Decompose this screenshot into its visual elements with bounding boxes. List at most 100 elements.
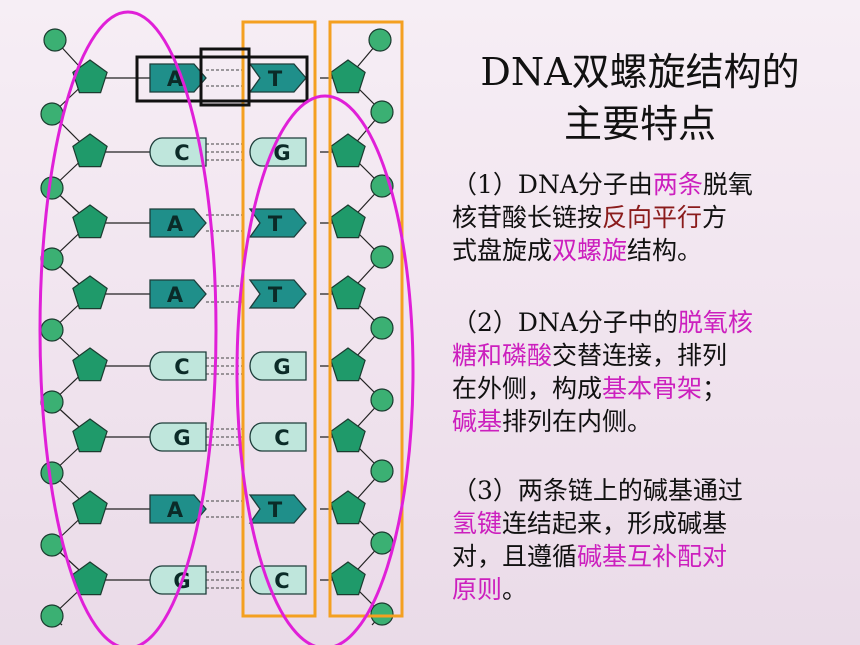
base-C <box>149 351 207 381</box>
base-letter: A <box>167 283 184 307</box>
body-text: 。 <box>502 575 528 604</box>
backbone-ellipse-left <box>38 10 218 645</box>
base-letter: T <box>268 498 283 522</box>
phosphate-circle <box>370 388 394 412</box>
point-3: （3）两条链上的碱基通过氢键连结起来，形成碱基对，且遵循碱基互补配对原则。 <box>452 474 812 606</box>
sugar-pentagon <box>72 418 108 453</box>
highlight-text: 碱基 <box>452 407 503 436</box>
base-letter: T <box>268 67 283 91</box>
base-letter: C <box>274 426 289 450</box>
base-T <box>248 494 307 524</box>
highlight-text: 原则 <box>452 575 503 604</box>
phosphate-circle <box>40 247 64 271</box>
phosphate-circle <box>43 28 67 52</box>
base-A <box>149 279 207 309</box>
base-letter: G <box>173 426 190 450</box>
base-G <box>149 565 207 595</box>
phosphate-circle <box>370 531 394 555</box>
body-text: 交替连接，排列 <box>552 341 728 370</box>
phosphate-circle <box>368 28 392 52</box>
point-2: （2）DNA分子中的脱氧核糖和磷酸交替连接，排列在外侧，构成基本骨架；碱基排列在… <box>452 306 812 438</box>
body-text: （1）DNA分子由 <box>452 170 653 199</box>
body-text: 对，且遵循 <box>452 542 578 571</box>
sugar-pentagon <box>72 561 108 596</box>
base-T <box>248 279 307 309</box>
strand-box-left <box>241 20 317 618</box>
base-C <box>149 137 207 167</box>
base-T <box>248 208 307 238</box>
sugar-pentagon <box>330 133 366 168</box>
body-text: 脱氧 <box>702 170 753 199</box>
phosphate-circle <box>370 459 394 483</box>
base-letter: G <box>273 141 290 165</box>
base-G <box>249 351 307 381</box>
title-line-1: DNA双螺旋结构的 <box>480 50 800 94</box>
phosphate-circle <box>370 602 394 626</box>
phosphate-circle <box>40 318 64 342</box>
sugar-pentagon <box>72 347 108 382</box>
highlight-text: 基本骨架 <box>602 374 703 403</box>
sugar-pentagon <box>72 275 108 310</box>
sugar-pentagon <box>330 275 366 310</box>
highlight-text: 氢键 <box>452 509 503 538</box>
page-title: DNA双螺旋结构的 主要特点 <box>440 46 840 150</box>
sugar-pentagon <box>72 490 108 525</box>
base-A <box>149 208 207 238</box>
base-C <box>249 422 307 452</box>
highlight-text: 双螺旋 <box>552 236 628 265</box>
sugar-pentagon <box>330 204 366 239</box>
phosphate-circle <box>40 604 64 628</box>
point-1: （1）DNA分子由两条脱氧核苷酸长链按反向平行方式盘旋成双螺旋结构。 <box>452 168 812 267</box>
sugar-pentagon <box>72 204 108 239</box>
body-text: ； <box>702 374 728 403</box>
highlight-text: 脱氧核 <box>677 308 753 337</box>
highlight-text: 糖和磷酸 <box>452 341 553 370</box>
body-text: 核苷酸长链按 <box>452 203 603 232</box>
base-pair-box <box>135 55 309 103</box>
highlight-text: 两条 <box>652 170 703 199</box>
sugar-pentagon <box>330 490 366 525</box>
emphasis-text: 反向平行 <box>602 203 703 232</box>
base-T <box>248 63 307 93</box>
backbone-ellipse-right <box>235 94 415 645</box>
sugar-pentagon <box>330 561 366 596</box>
sugar-pentagon <box>330 59 366 94</box>
title-line-2: 主要特点 <box>563 102 716 146</box>
base-letter: T <box>268 212 283 236</box>
body-text: 连结起来，形成碱基 <box>502 509 728 538</box>
body-text: 在外侧，构成 <box>452 374 603 403</box>
phosphate-circle <box>370 245 394 269</box>
base-letter: C <box>274 569 289 593</box>
sugar-pentagon <box>330 418 366 453</box>
sugar-pentagon <box>72 133 108 168</box>
base-letter: C <box>174 355 189 379</box>
body-text: 结构。 <box>627 236 703 265</box>
body-text: （3）两条链上的碱基通过 <box>452 476 743 505</box>
body-text: 排列在内侧。 <box>502 407 653 436</box>
base-letter: C <box>174 141 189 165</box>
phosphate-circle <box>370 100 394 124</box>
phosphate-circle <box>370 316 394 340</box>
highlight-text: 碱基互补配对 <box>577 542 728 571</box>
sugar-pentagon <box>330 347 366 382</box>
body-text: 式盘旋成 <box>452 236 553 265</box>
base-letter: A <box>167 498 184 522</box>
hydrogen-bond-box <box>199 47 251 107</box>
base-G <box>149 422 207 452</box>
base-letter: T <box>268 283 283 307</box>
body-text: 方 <box>702 203 728 232</box>
base-letter: G <box>273 355 290 379</box>
phosphate-circle <box>40 533 64 557</box>
phosphate-circle <box>40 176 64 200</box>
base-G <box>249 137 307 167</box>
phosphate-circle <box>40 102 64 126</box>
